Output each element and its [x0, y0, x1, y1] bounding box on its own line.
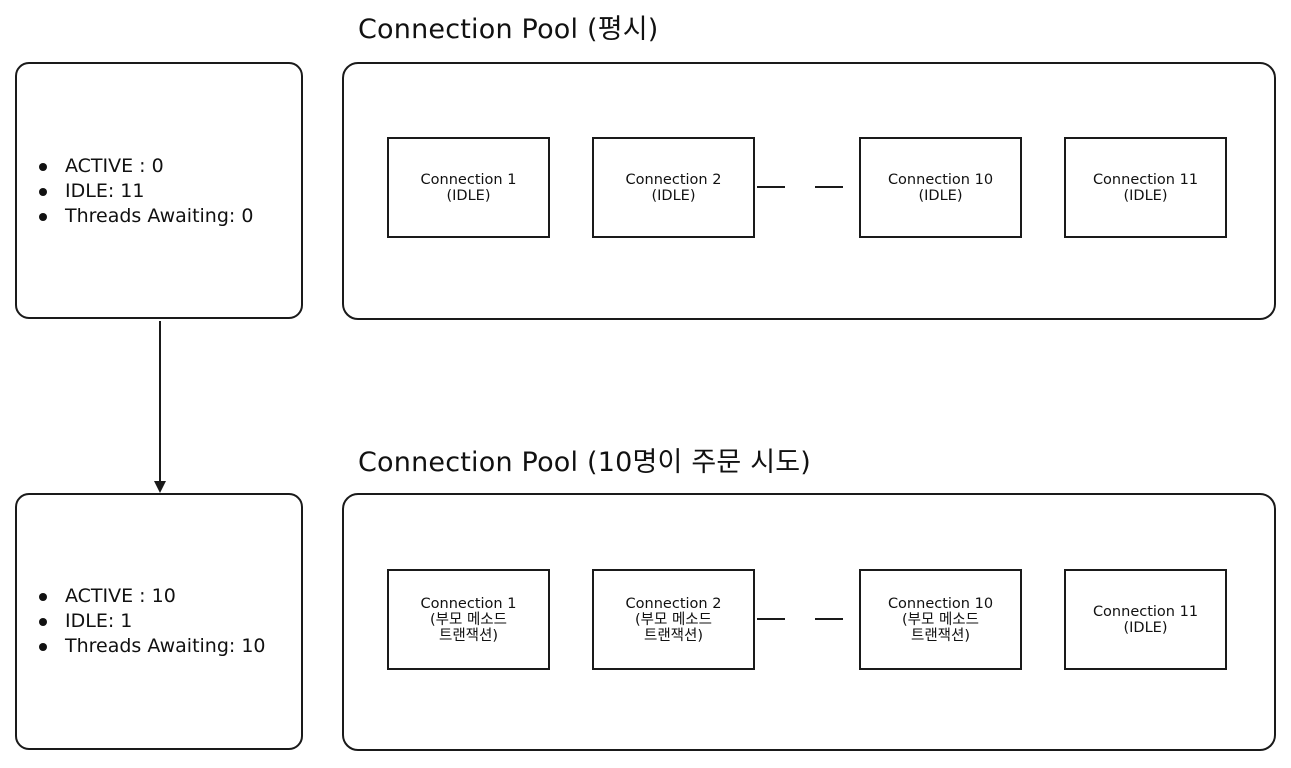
bullet-icon: [39, 593, 47, 601]
connection-name: Connection 2: [625, 595, 722, 612]
connection-status: 트랜잭션): [438, 627, 499, 644]
ellipsis-dash: [757, 186, 785, 188]
connection-pool-box-ordering: [342, 493, 1276, 751]
connection-status: 트랜잭션): [910, 627, 971, 644]
connection-status: (IDLE): [446, 187, 491, 204]
transition-arrow-line: [159, 321, 161, 483]
connection-name: Connection 2: [625, 171, 722, 188]
pool-stats-list: ACTIVE : 0 IDLE: 11 Threads Awaiting: 0: [35, 154, 253, 229]
connection-status: (IDLE): [1123, 619, 1168, 636]
pool-title-normal: Connection Pool (평시): [358, 14, 659, 45]
connection-box: Connection 2 (부모 메소드 트랜잭션): [592, 569, 755, 670]
arrow-down-icon: [154, 481, 166, 493]
connection-status: (IDLE): [651, 187, 696, 204]
connection-box: Connection 1 (부모 메소드 트랜잭션): [387, 569, 550, 670]
connection-name: Connection 1: [420, 595, 517, 612]
connection-name: Connection 10: [887, 171, 994, 188]
pool-stats-box-normal: ACTIVE : 0 IDLE: 11 Threads Awaiting: 0: [15, 62, 303, 319]
stat-idle: IDLE: 11: [35, 179, 253, 204]
connection-box: Connection 10 (부모 메소드 트랜잭션): [859, 569, 1022, 670]
bullet-icon: [39, 163, 47, 171]
connection-status: (부모 메소드: [430, 611, 507, 628]
connection-pool-box-normal: [342, 62, 1276, 320]
connection-name: Connection 10: [887, 595, 994, 612]
stat-active: ACTIVE : 0: [35, 154, 253, 179]
connection-box: Connection 11 (IDLE): [1064, 569, 1227, 670]
connection-box: Connection 10 (IDLE): [859, 137, 1022, 238]
connection-box: Connection 2 (IDLE): [592, 137, 755, 238]
ellipsis-dash: [815, 618, 843, 620]
connection-status: (부모 메소드: [902, 611, 979, 628]
connection-status: (IDLE): [1123, 187, 1168, 204]
connection-status: (IDLE): [918, 187, 963, 204]
stat-threads-awaiting: Threads Awaiting: 10: [35, 634, 266, 659]
bullet-icon: [39, 213, 47, 221]
connection-name: Connection 11: [1092, 171, 1199, 188]
ellipsis-dash: [815, 186, 843, 188]
connection-box: Connection 1 (IDLE): [387, 137, 550, 238]
bullet-icon: [39, 188, 47, 196]
stat-idle: IDLE: 1: [35, 609, 266, 634]
ellipsis-dash: [757, 618, 785, 620]
connection-name: Connection 11: [1092, 603, 1199, 620]
connection-status: (부모 메소드: [635, 611, 712, 628]
pool-stats-box-ordering: ACTIVE : 10 IDLE: 1 Threads Awaiting: 10: [15, 493, 303, 750]
bullet-icon: [39, 643, 47, 651]
connection-box: Connection 11 (IDLE): [1064, 137, 1227, 238]
pool-title-ordering: Connection Pool (10명이 주문 시도): [358, 447, 812, 478]
stat-threads-awaiting: Threads Awaiting: 0: [35, 204, 253, 229]
pool-stats-list: ACTIVE : 10 IDLE: 1 Threads Awaiting: 10: [35, 584, 266, 659]
connection-name: Connection 1: [420, 171, 517, 188]
stat-active: ACTIVE : 10: [35, 584, 266, 609]
connection-status: 트랜잭션): [643, 627, 704, 644]
bullet-icon: [39, 618, 47, 626]
